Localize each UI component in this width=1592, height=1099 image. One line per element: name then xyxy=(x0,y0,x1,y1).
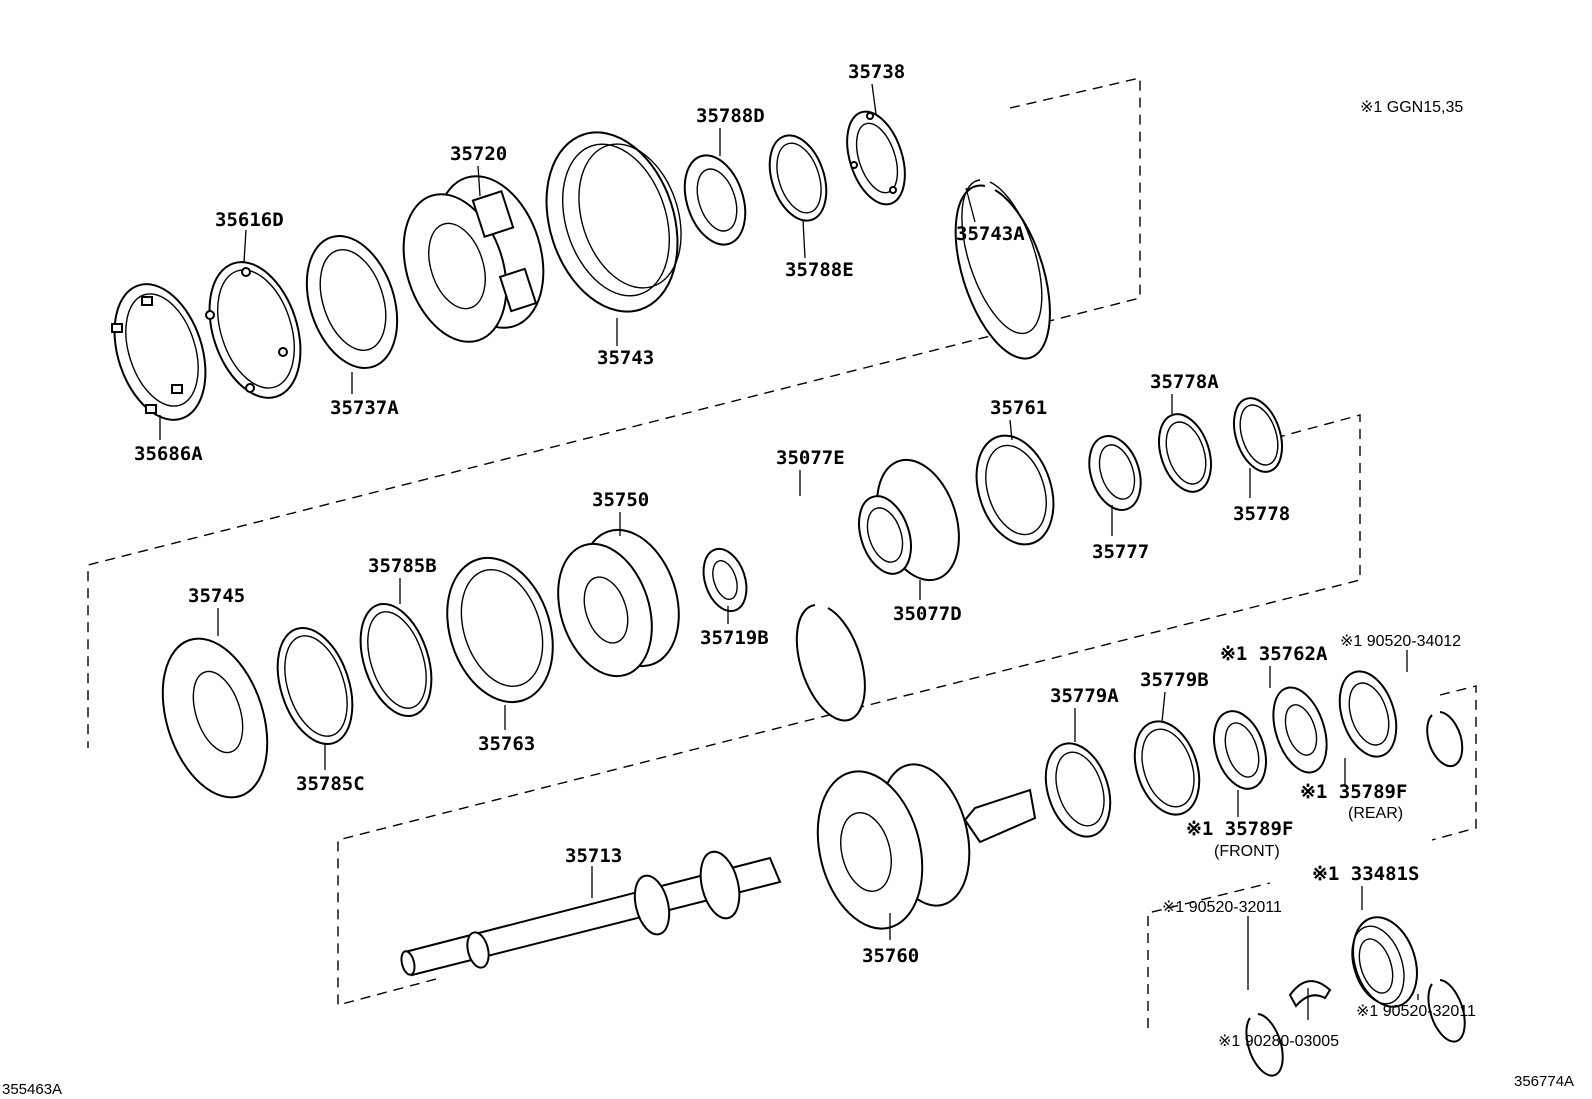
part-35778-race xyxy=(1233,397,1283,473)
part-35763-ring-gear xyxy=(446,556,554,704)
label-35713: 35713 xyxy=(565,845,622,867)
label-35738: 35738 xyxy=(848,61,905,83)
label-35720: 35720 xyxy=(450,143,507,165)
label-35778: 35778 xyxy=(1233,503,1290,525)
part-35788D-race xyxy=(683,154,747,246)
part-35779A-race xyxy=(1044,742,1112,838)
label-33481S: ※1 33481S xyxy=(1312,863,1419,885)
top-group-outline xyxy=(87,77,1141,748)
group-outlines xyxy=(87,77,1477,1028)
label-35785C: 35785C xyxy=(296,773,365,795)
part-35788E-bearing xyxy=(768,134,828,222)
part-90280-03005-key xyxy=(1288,980,1332,1008)
label-35779A: 35779A xyxy=(1050,685,1119,707)
label-35737A: 35737A xyxy=(330,397,399,419)
label-35077E: 35077E xyxy=(776,447,845,469)
label-35788D: 35788D xyxy=(696,105,765,127)
part-35785B-ring xyxy=(359,602,433,718)
lower-right-outline xyxy=(1431,685,1477,841)
label-35762A: ※1 35762A xyxy=(1220,643,1328,665)
label-35785B: 35785B xyxy=(368,555,437,577)
part-35762A-thrust-bearing xyxy=(1272,686,1328,774)
label-35743A: 35743A xyxy=(956,223,1025,245)
label-35789F-front: ※1 35789F xyxy=(1186,818,1293,840)
corner-id-left: 355463A xyxy=(2,1081,62,1098)
label-35760: 35760 xyxy=(862,945,919,967)
label-90520-34012: ※1 90520-34012 xyxy=(1340,633,1461,650)
label-35077D: 35077D xyxy=(893,603,962,625)
part-90520-34012-snap-ring xyxy=(1426,711,1464,768)
label-front: (FRONT) xyxy=(1214,843,1280,860)
part-35738-plate xyxy=(846,110,906,206)
part-35077D-clutch xyxy=(858,458,960,582)
part-35777-race xyxy=(1088,435,1142,511)
part-35785C-ring xyxy=(276,626,354,746)
part-35750-planetary-carrier xyxy=(557,528,680,678)
model-note: ※1 GGN15,35 xyxy=(1360,99,1463,116)
part-35737A-bearing xyxy=(305,235,399,369)
label-35719B: 35719B xyxy=(700,627,769,649)
part-35743-ring-gear xyxy=(545,131,682,313)
label-35761: 35761 xyxy=(990,397,1047,419)
part-90520-32011-snap-ring-left xyxy=(1245,1013,1284,1077)
part-35789F-rear-race xyxy=(1338,670,1398,758)
bottom-right-outline xyxy=(1147,882,1271,1028)
part-35686A-plate xyxy=(111,283,207,421)
part-35713-shaft xyxy=(400,850,782,977)
label-35789F-rear: ※1 35789F xyxy=(1300,781,1407,803)
label-35745: 35745 xyxy=(188,585,245,607)
part-35789F-front-race xyxy=(1213,710,1267,790)
label-35750: 35750 xyxy=(592,489,649,511)
part-35719B-bushing xyxy=(702,547,748,613)
part-35761-ring-gear xyxy=(975,434,1055,546)
part-35720-planetary-carrier xyxy=(402,175,545,343)
part-35616D-ring xyxy=(205,261,302,399)
leader-lines xyxy=(159,83,1419,1020)
part-35778A-bearing xyxy=(1158,413,1212,493)
label-35788E: 35788E xyxy=(785,259,854,281)
part-35743A-snap-ring xyxy=(954,179,1051,360)
corner-id-right: 356774A xyxy=(1514,1073,1574,1090)
label-90520-32011-left: ※1 90520-32011 xyxy=(1162,899,1282,916)
part-33481S-bearing xyxy=(1351,916,1418,1008)
label-35777: 35777 xyxy=(1092,541,1149,563)
label-35779B: 35779B xyxy=(1140,669,1209,691)
part-35077E-snap-ring xyxy=(795,604,866,722)
middle-group-outline xyxy=(337,414,1361,1006)
part-35745-plate xyxy=(161,637,269,799)
label-rear: (REAR) xyxy=(1348,805,1403,822)
part-90520-32011-snap-ring-right xyxy=(1427,979,1466,1043)
label-35616D: 35616D xyxy=(215,209,284,231)
label-35743: 35743 xyxy=(597,347,654,369)
label-35778A: 35778A xyxy=(1150,371,1219,393)
label-35686A: 35686A xyxy=(134,443,203,465)
part-35779B-bearing xyxy=(1133,720,1201,816)
part-35760-planetary-carrier xyxy=(816,763,1037,930)
label-35763: 35763 xyxy=(478,733,535,755)
label-90520-32011-right: ※1 90520-32011 xyxy=(1356,1003,1476,1020)
label-90280-03005: ※1 90280-03005 xyxy=(1218,1033,1339,1050)
